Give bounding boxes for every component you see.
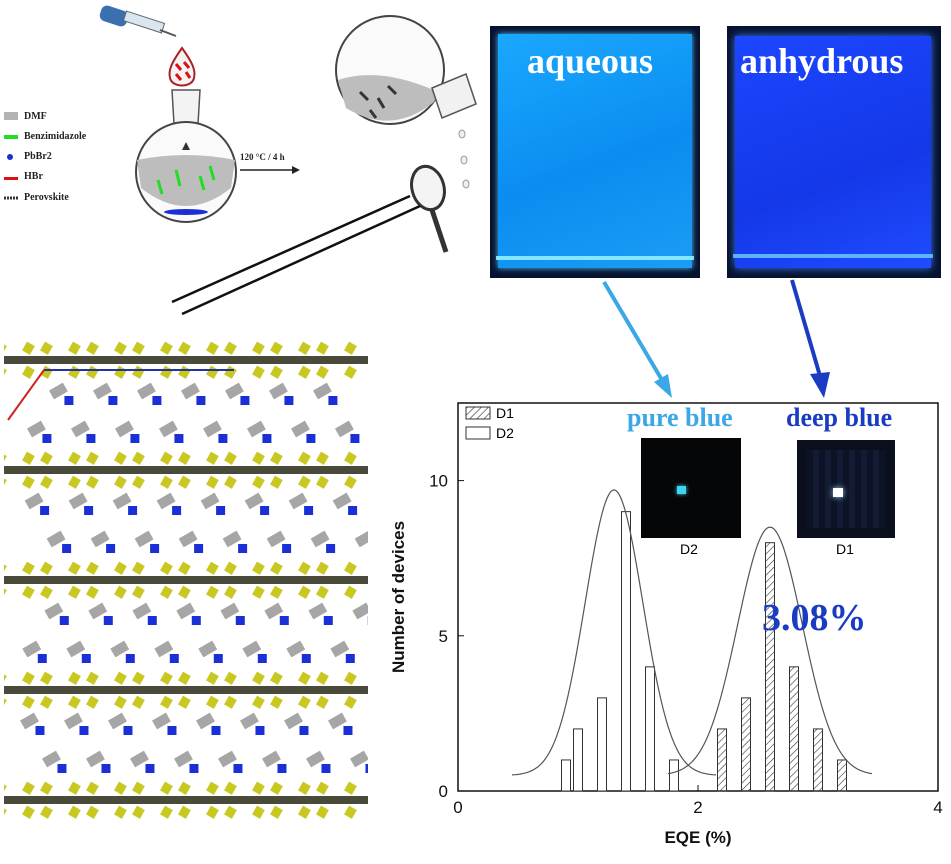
arrow-head-pure-blue <box>654 374 672 398</box>
hbr-drop-icon <box>168 46 196 87</box>
y-axis-label: Number of devices <box>389 521 408 673</box>
bar-d2-4 <box>645 666 655 792</box>
magnifier-icon <box>410 164 449 253</box>
photo-anhydrous <box>727 26 941 278</box>
reaction-condition: 120 °C / 4 h <box>240 152 285 162</box>
photo-arrows <box>602 279 830 398</box>
inorganic-layer <box>4 686 368 694</box>
fit-curve-d1 <box>667 526 873 775</box>
zoom-line <box>181 204 421 316</box>
inorganic-layer <box>4 466 368 474</box>
inset-image-d2 <box>641 438 741 538</box>
eqe-annotation: 3.08% <box>762 597 867 639</box>
dropper-icon <box>99 5 177 37</box>
bar-d1-1 <box>741 697 751 792</box>
inset-image-d1 <box>797 440 895 538</box>
bar-d2-5 <box>669 759 679 792</box>
bar-d2-3 <box>621 511 631 792</box>
inset-caption-d1: D1 <box>836 541 854 557</box>
legend-label-pbbr2: PbBr2 <box>24 151 52 162</box>
zoom-line <box>171 194 411 304</box>
reaction-flask-icon <box>135 89 237 223</box>
legend-swatch-d1 <box>465 406 491 420</box>
bar-d2-0 <box>561 759 571 792</box>
bar-d1-5 <box>837 759 847 792</box>
legend-label-hbr: HBr <box>24 171 43 182</box>
bar-d1-4 <box>813 728 823 792</box>
x-tick-label: 4 <box>933 798 942 817</box>
bar-d2-1 <box>573 728 583 792</box>
fit-curve-d2 <box>511 489 717 776</box>
inset-title-pure-blue: pure blue <box>627 403 733 432</box>
legend-label-d1: D1 <box>496 405 514 421</box>
photo-label-anhydrous: anhydrous <box>740 41 904 81</box>
chart-legend: D1 D2 <box>465 405 514 441</box>
legend-label-dmf: DMF <box>24 111 47 122</box>
y-tick-label: 0 <box>439 782 448 801</box>
bar-d1-2 <box>765 542 775 792</box>
photo-aqueous <box>490 26 700 278</box>
x-tick-label: 2 <box>693 798 702 817</box>
inset-caption-d2: D2 <box>680 541 698 557</box>
bar-d1-3 <box>789 666 799 792</box>
eqe-histogram: 0 2 4 0 5 10 EQE (%) Number of devices D1 D2 <box>389 402 943 847</box>
synthesis-legend <box>4 112 18 200</box>
photo-label-aqueous: aqueous <box>527 41 654 81</box>
legend-swatch-d2 <box>465 426 491 440</box>
arrow-head-deep-blue <box>810 372 830 398</box>
inset-title-deep-blue: deep blue <box>786 403 893 432</box>
inorganic-layer <box>4 796 368 804</box>
bar-d2-2 <box>597 697 607 792</box>
legend-label-benzimidazole: Benzimidazole <box>24 131 87 142</box>
legend-label-d2: D2 <box>496 425 514 441</box>
synthesis-schematic <box>4 5 477 316</box>
reaction-arrow <box>240 166 300 174</box>
pouring-flask-icon <box>335 15 477 189</box>
x-tick-label: 0 <box>453 798 462 817</box>
bar-d1-0 <box>717 728 727 792</box>
inorganic-layer <box>4 576 368 584</box>
crystal-structure <box>4 330 368 820</box>
y-tick-label: 10 <box>429 472 448 491</box>
x-axis-label: EQE (%) <box>664 828 731 847</box>
legend-label-perovskite: Perovskite <box>24 192 69 203</box>
inorganic-layer <box>4 356 368 364</box>
y-tick-label: 5 <box>439 627 448 646</box>
